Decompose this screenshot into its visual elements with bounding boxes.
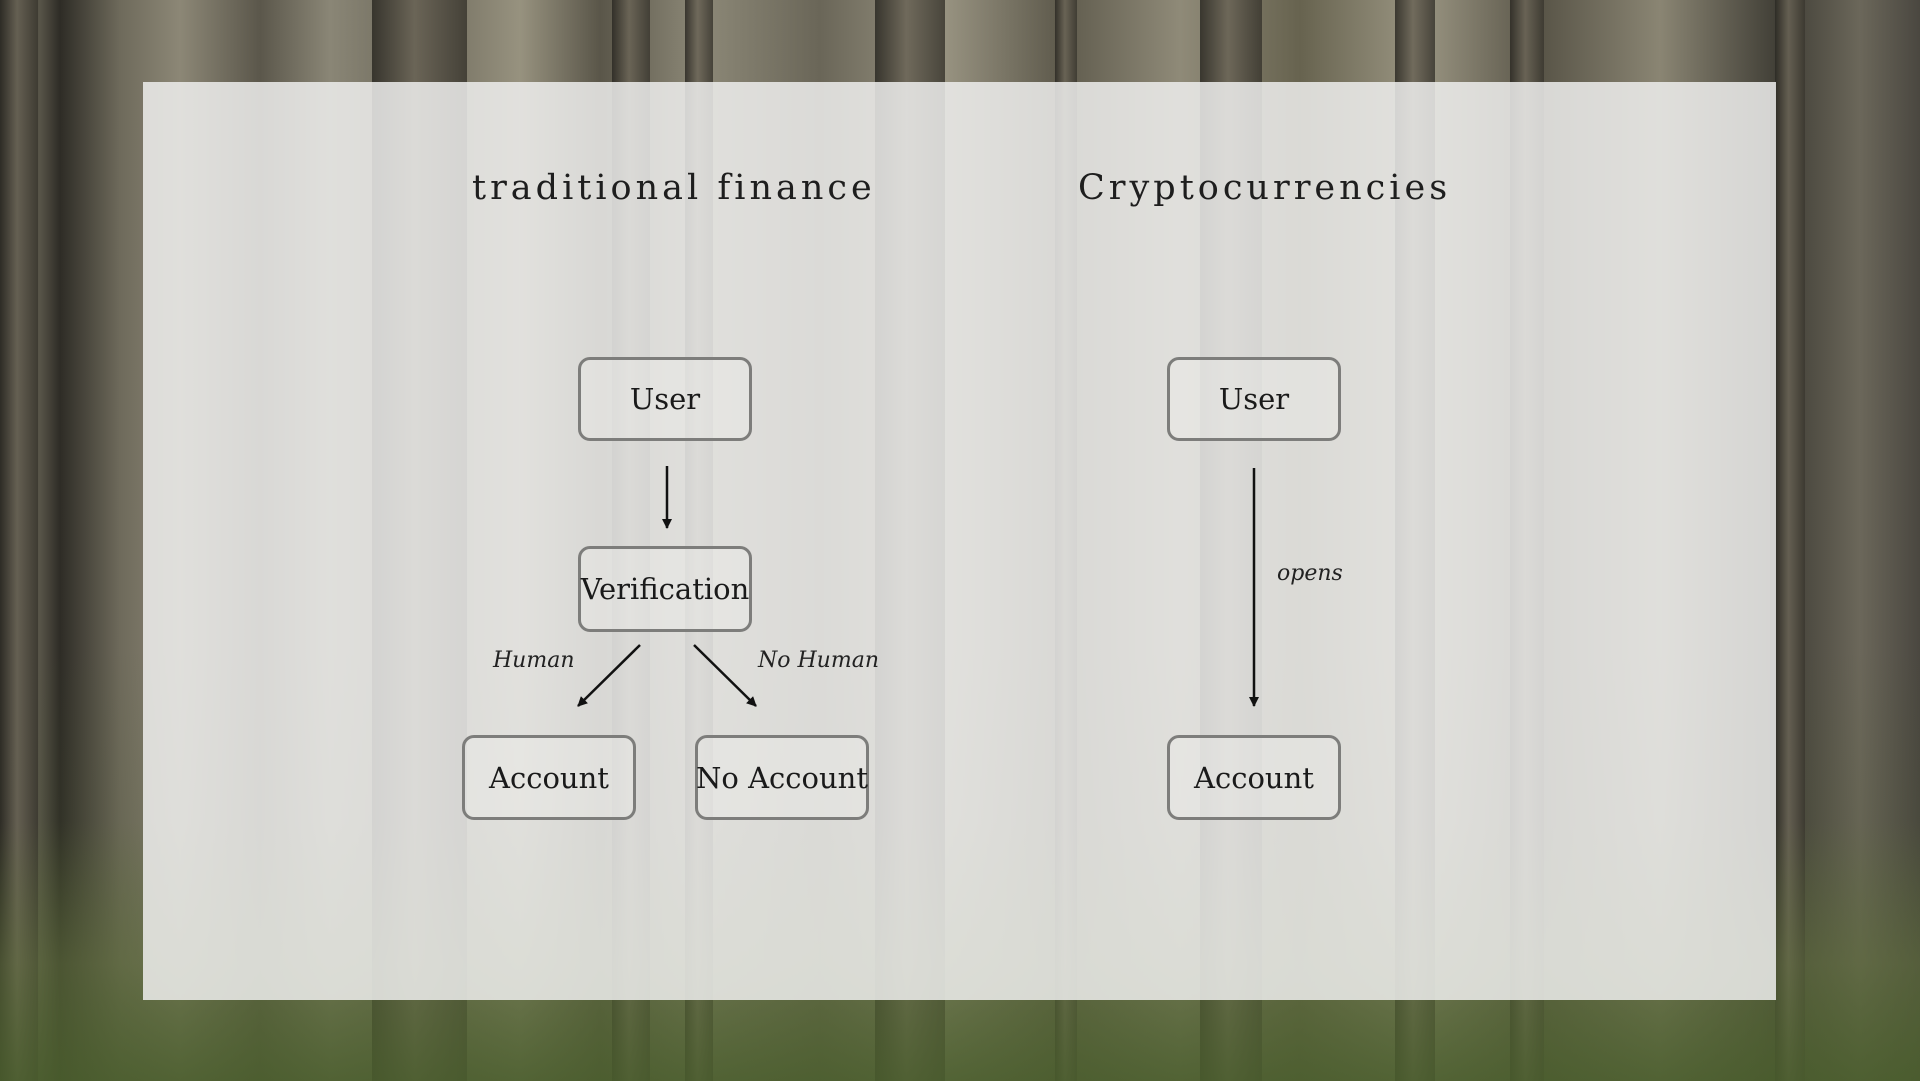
cryptocurrencies-title: Cryptocurrencies [1078,168,1452,208]
tf-account-node: Account [462,735,636,820]
crypto-opens-label: opens [1277,561,1343,586]
tf-human-label: Human [493,648,575,673]
crypto-account-node: Account [1167,735,1341,820]
tf-no-human-label: No Human [758,648,879,673]
tf-user-node: User [578,357,752,441]
tf-no-account-node: No Account [695,735,869,820]
crypto-user-node: User [1167,357,1341,441]
diagram-panel [143,82,1776,1000]
traditional-finance-title: traditional finance [472,168,876,208]
tf-verification-node: Verification [578,546,752,632]
